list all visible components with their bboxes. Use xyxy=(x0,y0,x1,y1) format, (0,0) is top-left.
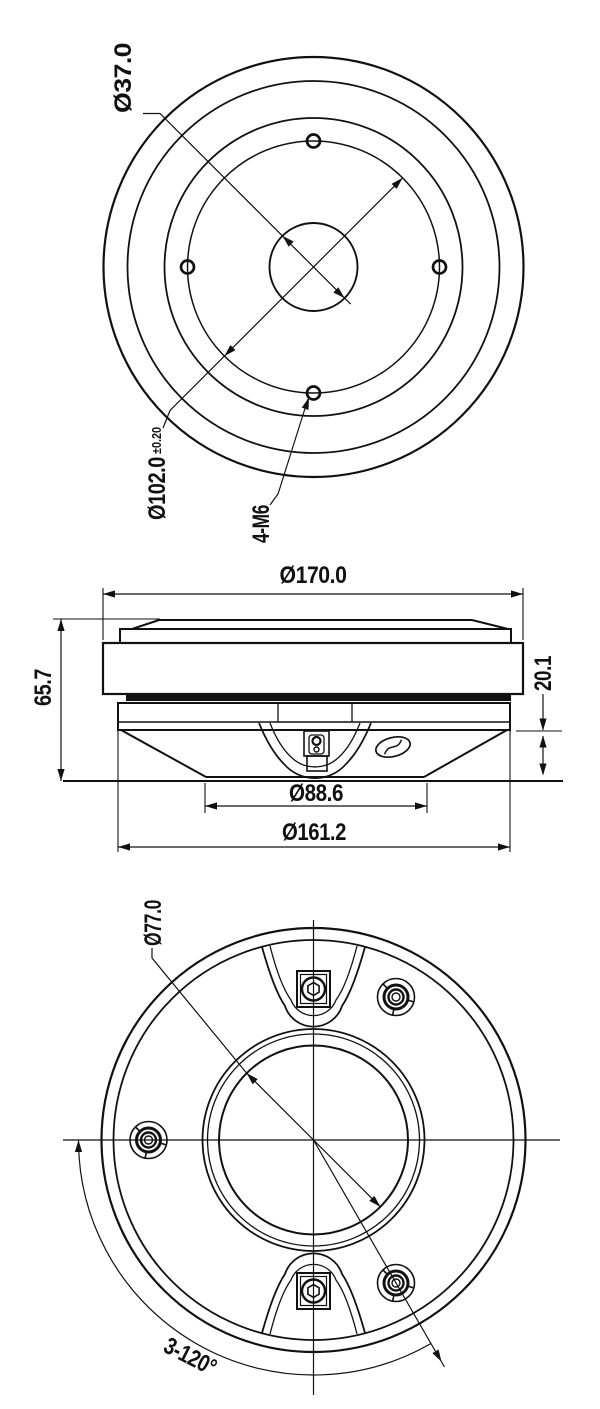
front-inner-step-circle xyxy=(163,117,464,417)
arrow-icon xyxy=(103,590,115,598)
label-center-hole-diameter: Ø37.0 xyxy=(110,43,137,113)
side-rear-cone xyxy=(120,729,508,778)
rear-screw-hole-upper-right xyxy=(376,977,416,1017)
dim-rear-cover-height: 20.1 xyxy=(516,656,562,776)
label-flange-diameter: Ø170.0 xyxy=(280,562,347,589)
label-throat-diameter: Ø77.0 xyxy=(140,900,167,946)
arrow-icon xyxy=(539,763,547,776)
front-outer-rim-circle xyxy=(102,55,525,479)
side-terminal-recess xyxy=(258,722,372,780)
side-view: Ø170.0 65.7 20.1 Ø88.6 xyxy=(30,562,563,852)
dim-overall-height: 65.7 xyxy=(30,618,160,781)
label-overall-height: 65.7 xyxy=(30,669,57,706)
brand-logo-icon xyxy=(375,736,411,758)
arrow-icon xyxy=(205,802,217,810)
arrow-icon xyxy=(511,590,523,598)
dim-center-hole: Ø37.0 xyxy=(110,43,352,305)
dim-rear-flat-diameter: Ø88.6 xyxy=(204,780,428,813)
label-body-diameter: Ø161.2 xyxy=(282,819,346,846)
rear-terminal-recess-top xyxy=(261,945,366,1028)
rear-view: Ø77.0 3-120° xyxy=(63,900,560,1395)
side-flange-ring xyxy=(101,641,525,696)
front-bolt-circle xyxy=(186,140,441,394)
rear-screw-hole-left xyxy=(129,1120,168,1160)
side-gasket xyxy=(126,695,511,701)
side-top-plate xyxy=(131,619,509,630)
dim-bolt-circle: Ø102.0 ±0.20 xyxy=(144,175,406,520)
rear-screw-hole-lower-right xyxy=(376,1263,416,1303)
label-rear-flat-diameter: Ø88.6 xyxy=(289,780,343,807)
arrow-icon xyxy=(415,802,427,810)
dim-mounting-holes: 4-M6 xyxy=(248,396,313,543)
front-second-rim-circle xyxy=(126,80,501,454)
arrow-icon xyxy=(118,843,130,851)
label-bolt-circle-diameter: Ø102.0 xyxy=(144,457,171,520)
arrow-icon xyxy=(57,769,65,781)
label-rear-cover-height: 20.1 xyxy=(530,656,557,691)
dim-flange-diameter: Ø170.0 xyxy=(102,562,524,640)
side-rear-band xyxy=(117,702,511,731)
arrow-icon xyxy=(539,735,547,748)
label-mounting-holes: 4-M6 xyxy=(248,505,275,543)
label-bolt-circle-tolerance: ±0.20 xyxy=(149,427,164,454)
front-mounting-holes xyxy=(179,133,448,401)
front-view: Ø37.0 Ø102.0 ±0.20 4-M6 xyxy=(102,43,525,543)
arrow-icon xyxy=(74,1140,83,1152)
arrow-icon xyxy=(539,718,547,731)
dim-body-diameter: Ø161.2 xyxy=(117,730,511,852)
arrow-icon xyxy=(432,1349,445,1364)
arrow-icon xyxy=(498,843,510,851)
side-top-plate-step xyxy=(119,628,512,643)
rear-terminal-recess-bottom xyxy=(261,1252,366,1335)
front-center-hole-circle xyxy=(268,222,359,312)
arrow-icon xyxy=(57,619,65,631)
